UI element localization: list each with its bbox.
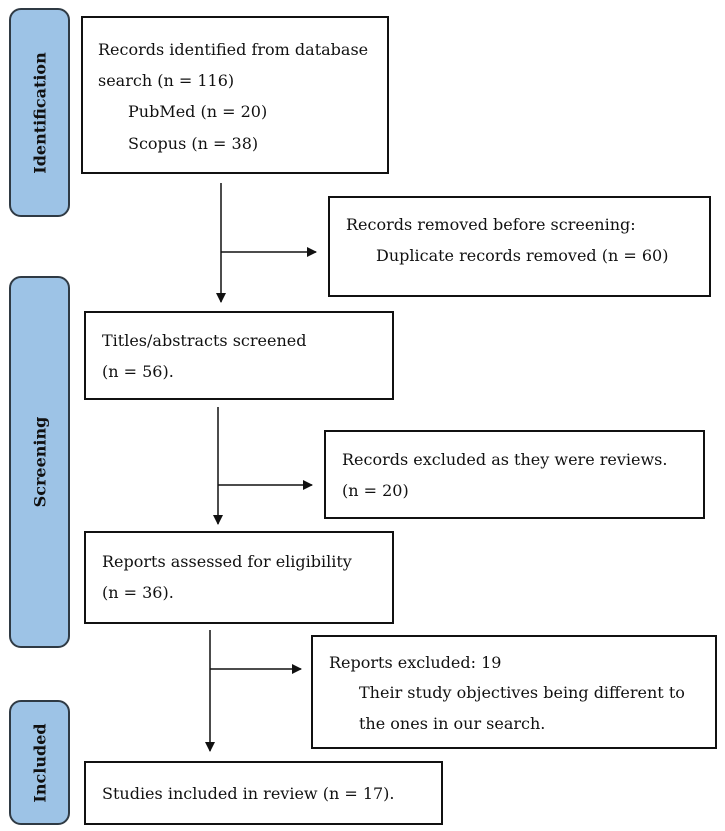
identified-line4: Scopus (n = 38) — [128, 133, 259, 153]
assessed-line1: Reports assessed for eligibility — [102, 552, 352, 571]
box-titles-screened: Titles/abstracts screened (n = 56). — [84, 311, 394, 400]
box-reports-assessed: Reports assessed for eligibility (n = 36… — [84, 531, 394, 624]
excluded-reviews-line2: (n = 20) — [342, 481, 409, 501]
identified-line2: search (n = 116) — [98, 71, 235, 91]
stage-tab-identification: Identification — [9, 8, 70, 217]
removed-line1: Records removed before screening: — [346, 215, 636, 234]
screened-line1: Titles/abstracts screened — [102, 331, 307, 350]
box-records-identified: Records identified from database search … — [81, 16, 389, 174]
excluded-reviews-line1: Records excluded as they were reviews. — [342, 450, 668, 469]
removed-line2: Duplicate records removed (n = 60) — [376, 246, 669, 266]
reports-excluded-line3: the ones in our search. — [359, 713, 546, 733]
identified-line1: Records identified from database — [98, 40, 369, 59]
identified-line3: PubMed (n = 20) — [128, 102, 268, 122]
reports-excluded-line1: Reports excluded: 19 — [329, 653, 502, 672]
reports-excluded-line2: Their study objectives being different t… — [359, 683, 685, 703]
included-line1: Studies included in review (n = 17). — [102, 784, 395, 803]
assessed-line2: (n = 36). — [102, 583, 174, 603]
stage-tab-included: Included — [9, 700, 70, 825]
box-records-excluded-reviews: Records excluded as they were reviews. (… — [324, 430, 705, 519]
box-studies-included: Studies included in review (n = 17). — [84, 761, 443, 825]
stage-tab-screening: Screening — [9, 276, 70, 648]
screened-line2: (n = 56). — [102, 362, 174, 382]
box-records-removed: Records removed before screening: Duplic… — [328, 196, 711, 297]
box-reports-excluded: Reports excluded: 19 Their study objecti… — [311, 635, 717, 749]
